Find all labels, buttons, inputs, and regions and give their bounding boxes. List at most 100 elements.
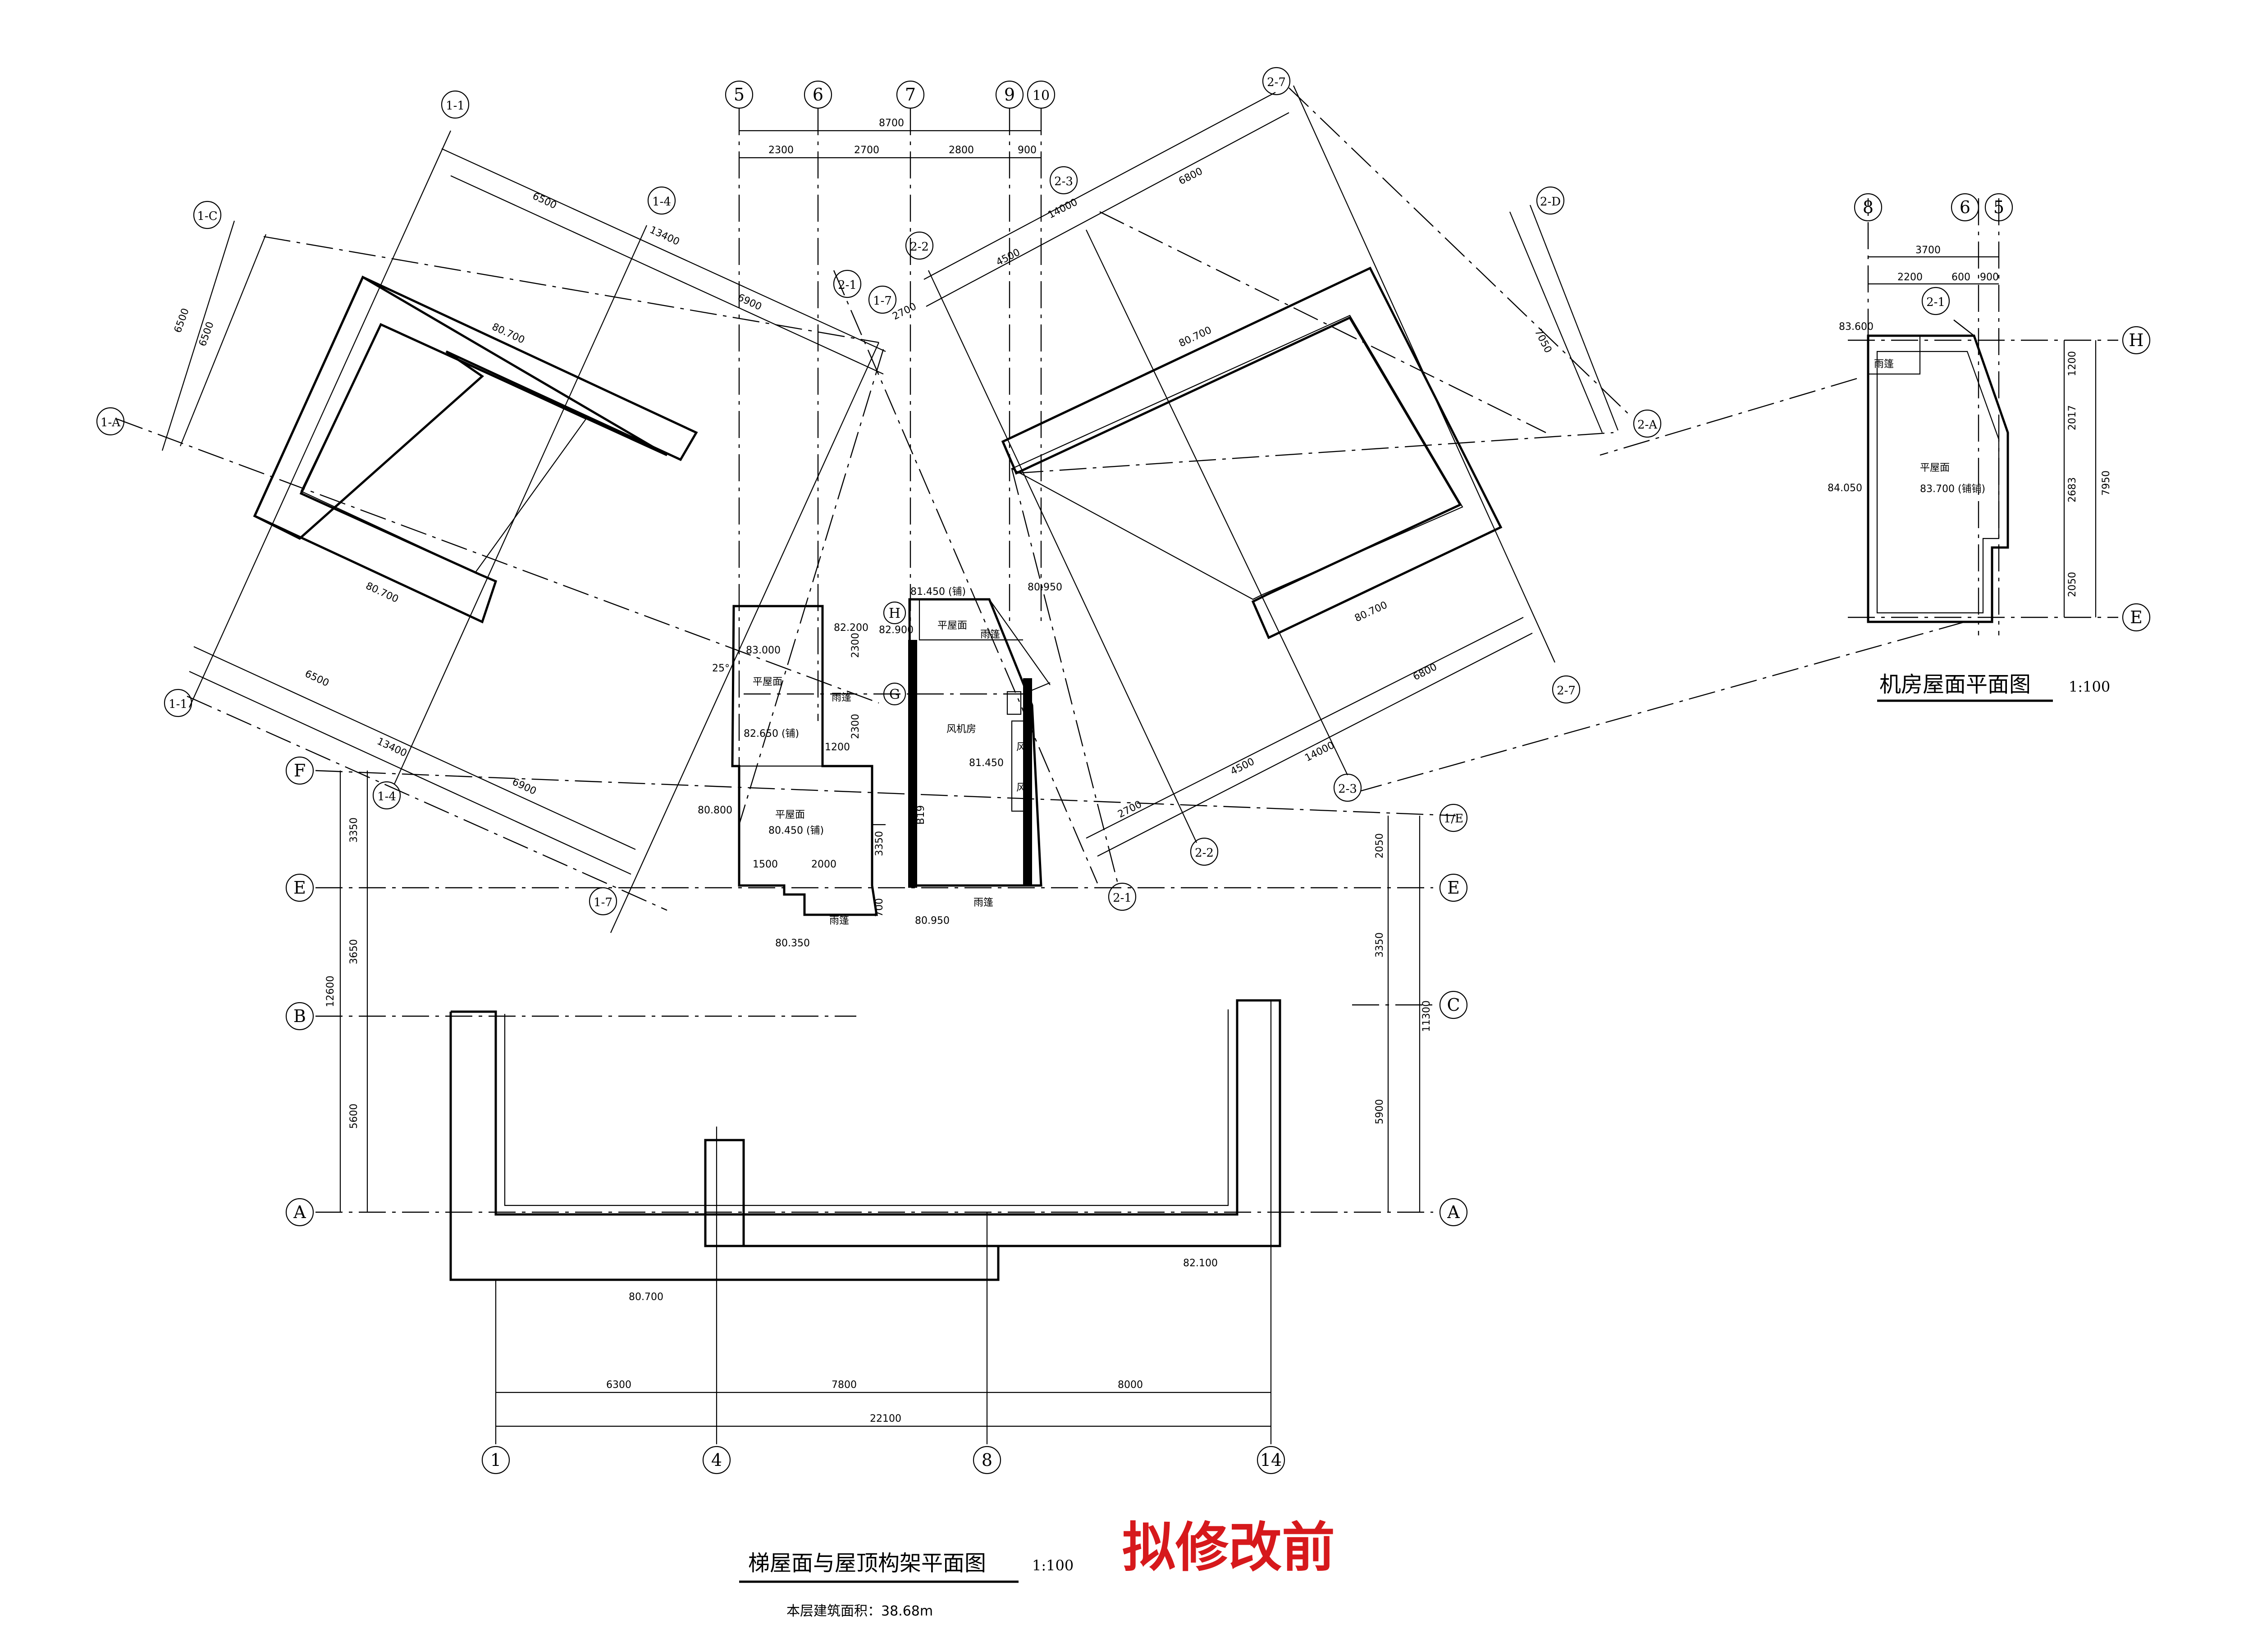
dim-core-3: 1200 — [825, 742, 850, 753]
axis-bubble-1-4-bottom: 1-4 — [377, 790, 396, 803]
dim-right-wing-3: 4500 — [994, 247, 1022, 269]
axis-bubble-2-3-top: 2-3 — [1054, 175, 1073, 188]
axis-bubble-4: 4 — [711, 1450, 722, 1470]
axis-bubble-1-1-top: 1-1 — [446, 99, 465, 113]
dim-top-1: 2300 — [768, 145, 794, 156]
elev-2: 80.700 — [364, 580, 400, 605]
dim-inset-7: 2050 — [2067, 572, 2078, 597]
inset-axis-bubbles: 8 6 5 H E 2-1 — [1854, 193, 2151, 632]
dim-inset-6: 2683 — [2067, 477, 2078, 502]
axis-bubble-1-1-bottom: 1-1 — [169, 698, 187, 711]
dim-core-angle: 25° — [712, 663, 730, 674]
main-building-outline — [449, 999, 1281, 1281]
left-wing-dimensions: 6500 6500 6500 13400 6900 6500 13400 690… — [172, 191, 763, 797]
dim-top-2: 2700 — [854, 145, 879, 156]
area-note: 本层建筑面积：38.68m — [786, 1603, 933, 1619]
elev-7: 83.000 — [746, 645, 781, 656]
elev-inset-2: 84.050 — [1828, 483, 1862, 494]
dim-right-wing-1: 6800 — [1177, 166, 1204, 187]
label-fan-room: 风机房 — [946, 724, 976, 735]
dim-left-wing-6: 6500 — [303, 668, 330, 689]
label-canopy-1: 雨篷 — [832, 692, 851, 703]
dim-left-wing-7: 13400 — [375, 736, 408, 759]
elev-8: 82.200 — [834, 622, 868, 634]
dim-right-wing-6: 6800 — [1411, 662, 1439, 683]
dim-left-1: 3350 — [348, 817, 360, 843]
axis-bubble-1-A: 1-A — [101, 416, 121, 429]
dim-right-2: 3350 — [1374, 932, 1385, 958]
dim-core-2: 2300 — [850, 714, 861, 739]
top-axis-bubbles: 5 6 7 9 10 8700 2300 2700 2800 900 — [725, 80, 1056, 825]
inset-plan — [1361, 198, 2118, 792]
dim-right-wing-2: 14000 — [1046, 196, 1079, 221]
right-wing-frame — [833, 85, 1632, 884]
main-axis-grid — [315, 770, 1456, 1444]
bottom-dimensions: 6300 7800 8000 22100 — [496, 1379, 1271, 1427]
axis-bubble-2-1-top: 2-1 — [838, 278, 857, 292]
axis-bubble-9: 9 — [1004, 85, 1015, 105]
elev-1: 80.700 — [490, 321, 526, 346]
axis-bubble-1E: 1/E — [1444, 812, 1463, 826]
elev-12: 80.450 (铺) — [768, 825, 824, 836]
elev-17: 80.950 — [915, 915, 950, 926]
inset-dimensions: 3700 2200 600 900 1200 2017 2683 2050 79… — [1897, 245, 2112, 597]
axis-bubble-E-right: E — [1447, 878, 1460, 898]
axis-bubble-2-3-bottom: 2-3 — [1338, 782, 1357, 796]
axis-bubble-H-core: H — [889, 606, 900, 621]
inset-labels: 83.600 84.050 83.700 (铺铺) 平屋面 雨篷 机房屋面平面图… — [1828, 321, 2110, 702]
dim-core-4: 3350 — [874, 831, 885, 856]
dim-left-wing-5: 6900 — [736, 292, 763, 313]
bottom-axis-bubbles: 1 4 8 14 — [481, 1446, 1285, 1474]
label-fan-2: 风 — [1016, 782, 1026, 794]
dim-inset-5: 2017 — [2067, 405, 2078, 430]
elev-15: 80.950 — [1028, 582, 1062, 593]
axis-bubble-2-7-bottom: 2-7 — [1557, 684, 1576, 698]
axis-bubble-2-2-top: 2-2 — [910, 240, 929, 254]
dim-left-total: 12600 — [325, 976, 336, 1007]
dim-top-4: 900 — [1018, 145, 1037, 156]
axis-bubble-6: 6 — [813, 85, 823, 105]
axis-bubble-1: 1 — [490, 1450, 501, 1470]
label-b19: B19 — [915, 805, 927, 825]
inset-scale: 1:100 — [2069, 678, 2110, 695]
dim-top-total: 8700 — [879, 118, 904, 129]
dim-right-total: 11300 — [1421, 1000, 1432, 1032]
axis-bubble-inset-H: H — [2129, 330, 2143, 350]
core-room-labels: 平屋面 平屋面 风机房 平屋面 雨篷 雨篷 雨篷 雨篷 风 风 B19 — [753, 620, 1026, 926]
axis-bubble-C: C — [1447, 995, 1460, 1015]
elev-11: 80.800 — [698, 805, 732, 816]
axis-bubble-8: 8 — [982, 1450, 992, 1470]
axis-bubble-10: 10 — [1033, 88, 1050, 104]
axis-bubble-inset-6: 6 — [1960, 197, 1970, 217]
left-wing-frame — [117, 130, 886, 933]
dim-left-wing-4: 13400 — [648, 224, 681, 248]
dim-top-3: 2800 — [949, 145, 974, 156]
axis-bubble-F: F — [294, 761, 306, 780]
axis-bubble-1-4-top: 1-4 — [652, 195, 671, 209]
dim-left-2: 3650 — [348, 939, 360, 964]
axis-bubble-14: 14 — [1260, 1450, 1282, 1470]
right-axis-bubbles: 1/E E C A 2050 3350 5900 11300 — [1374, 803, 1468, 1227]
right-wing-axis-bubbles: 2-7 2-3 2-D 2-2 2-1 2-A 2-7 2-3 2-2 2-1 — [833, 67, 1662, 911]
axis-bubble-1-7-top: 1-7 — [873, 294, 892, 308]
axis-bubble-E-left: E — [293, 878, 306, 898]
elev-inset-3: 83.700 (铺铺) — [1920, 484, 1985, 495]
dim-left-wing-1: 6500 — [172, 307, 192, 334]
axis-bubble-A-right: A — [1447, 1202, 1460, 1222]
dim-right-wing-5: 7050 — [1532, 327, 1554, 355]
left-wing-axis-bubbles: 1-1 1-C 1-A 1-4 1-1 1-4 1-7 1-7 — [96, 90, 897, 916]
core-dimensions: 2300 2300 1200 3350 1500 2000 700 25° — [712, 633, 885, 917]
elev-16: 81.450 — [969, 758, 1004, 769]
dim-right-3: 5900 — [1374, 1099, 1385, 1124]
axis-bubble-A-left: A — [293, 1202, 306, 1222]
dim-right-1: 2050 — [1374, 833, 1385, 858]
dim-inset-total: 3700 — [1915, 245, 1941, 256]
dim-bottom-total: 22100 — [870, 1413, 901, 1424]
dim-inset-3: 900 — [1980, 272, 1999, 283]
drawing-title: 梯屋面与屋顶构架平面图 — [748, 1551, 986, 1576]
dim-bottom-3: 8000 — [1118, 1379, 1143, 1391]
axis-bubble-7: 7 — [905, 85, 916, 105]
elev-13: 80.350 — [775, 938, 810, 949]
left-axis-bubbles: F E B A 3350 3650 5600 12600 — [285, 756, 368, 1227]
